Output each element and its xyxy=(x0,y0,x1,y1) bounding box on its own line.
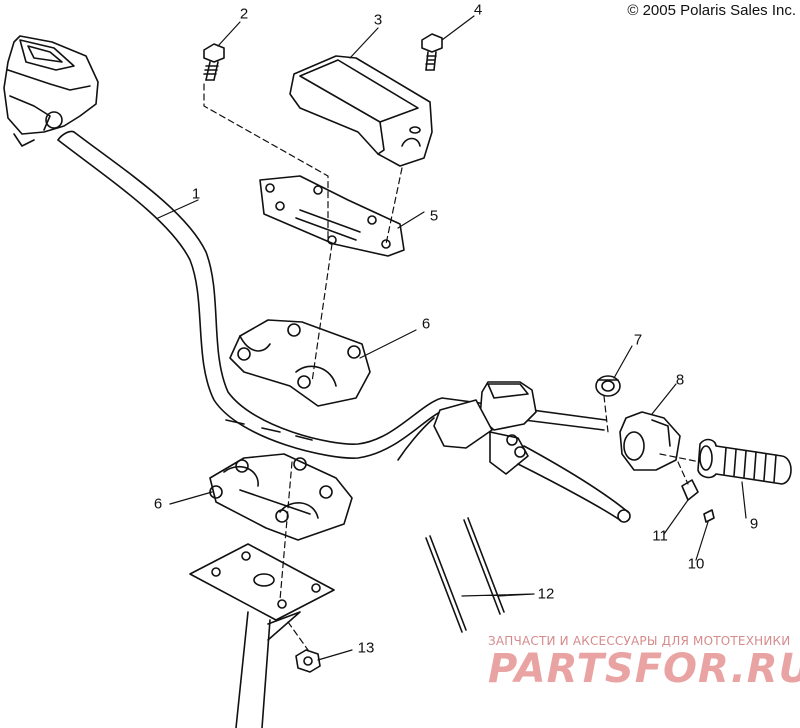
callout-4: 4 xyxy=(473,1,483,19)
assembly-dash-lines xyxy=(203,83,701,651)
callout-3: 3 xyxy=(373,11,383,29)
base-plate-icon xyxy=(189,543,335,728)
brake-lever-assembly-icon xyxy=(397,381,631,523)
callout-6-upper: 6 xyxy=(421,315,431,333)
lower-clamp-icon xyxy=(209,453,353,541)
leader-lines xyxy=(157,15,747,661)
handlebar-tube xyxy=(57,130,607,459)
nut-icon xyxy=(295,649,321,673)
washer-icon xyxy=(703,509,715,523)
callout-9: 9 xyxy=(749,515,759,533)
mount-plate-icon xyxy=(259,175,405,257)
callout-1: 1 xyxy=(191,185,201,203)
upper-clamp-icon xyxy=(229,319,371,407)
watermark-tagline: ЗАПЧАСТИ И АКСЕССУАРЫ ДЛЯ МОТОТЕХНИКИ xyxy=(488,634,791,648)
callout-5: 5 xyxy=(429,207,439,225)
throttle-cover-icon xyxy=(595,375,621,397)
callout-12: 12 xyxy=(537,585,555,603)
watermark-logo: PARTSFOR.RU xyxy=(488,646,800,692)
callout-7: 7 xyxy=(633,331,643,349)
callout-10: 10 xyxy=(687,555,705,573)
handle-grip-icon xyxy=(697,438,792,485)
bolt-4-icon xyxy=(421,33,443,71)
screw-icon xyxy=(681,479,699,501)
callout-13: 13 xyxy=(357,639,375,657)
cable-ties-icon xyxy=(425,517,505,633)
switch-housing-icon xyxy=(619,411,681,471)
copyright-notice: © 2005 Polaris Sales Inc. xyxy=(627,2,796,19)
callout-6-lower: 6 xyxy=(153,495,163,513)
bolt-2-icon xyxy=(203,43,225,81)
callout-8: 8 xyxy=(675,371,685,389)
throttle-control-icon xyxy=(3,35,99,147)
upper-cap-icon xyxy=(289,55,433,167)
callout-2: 2 xyxy=(239,5,249,23)
callout-11: 11 xyxy=(652,527,668,545)
